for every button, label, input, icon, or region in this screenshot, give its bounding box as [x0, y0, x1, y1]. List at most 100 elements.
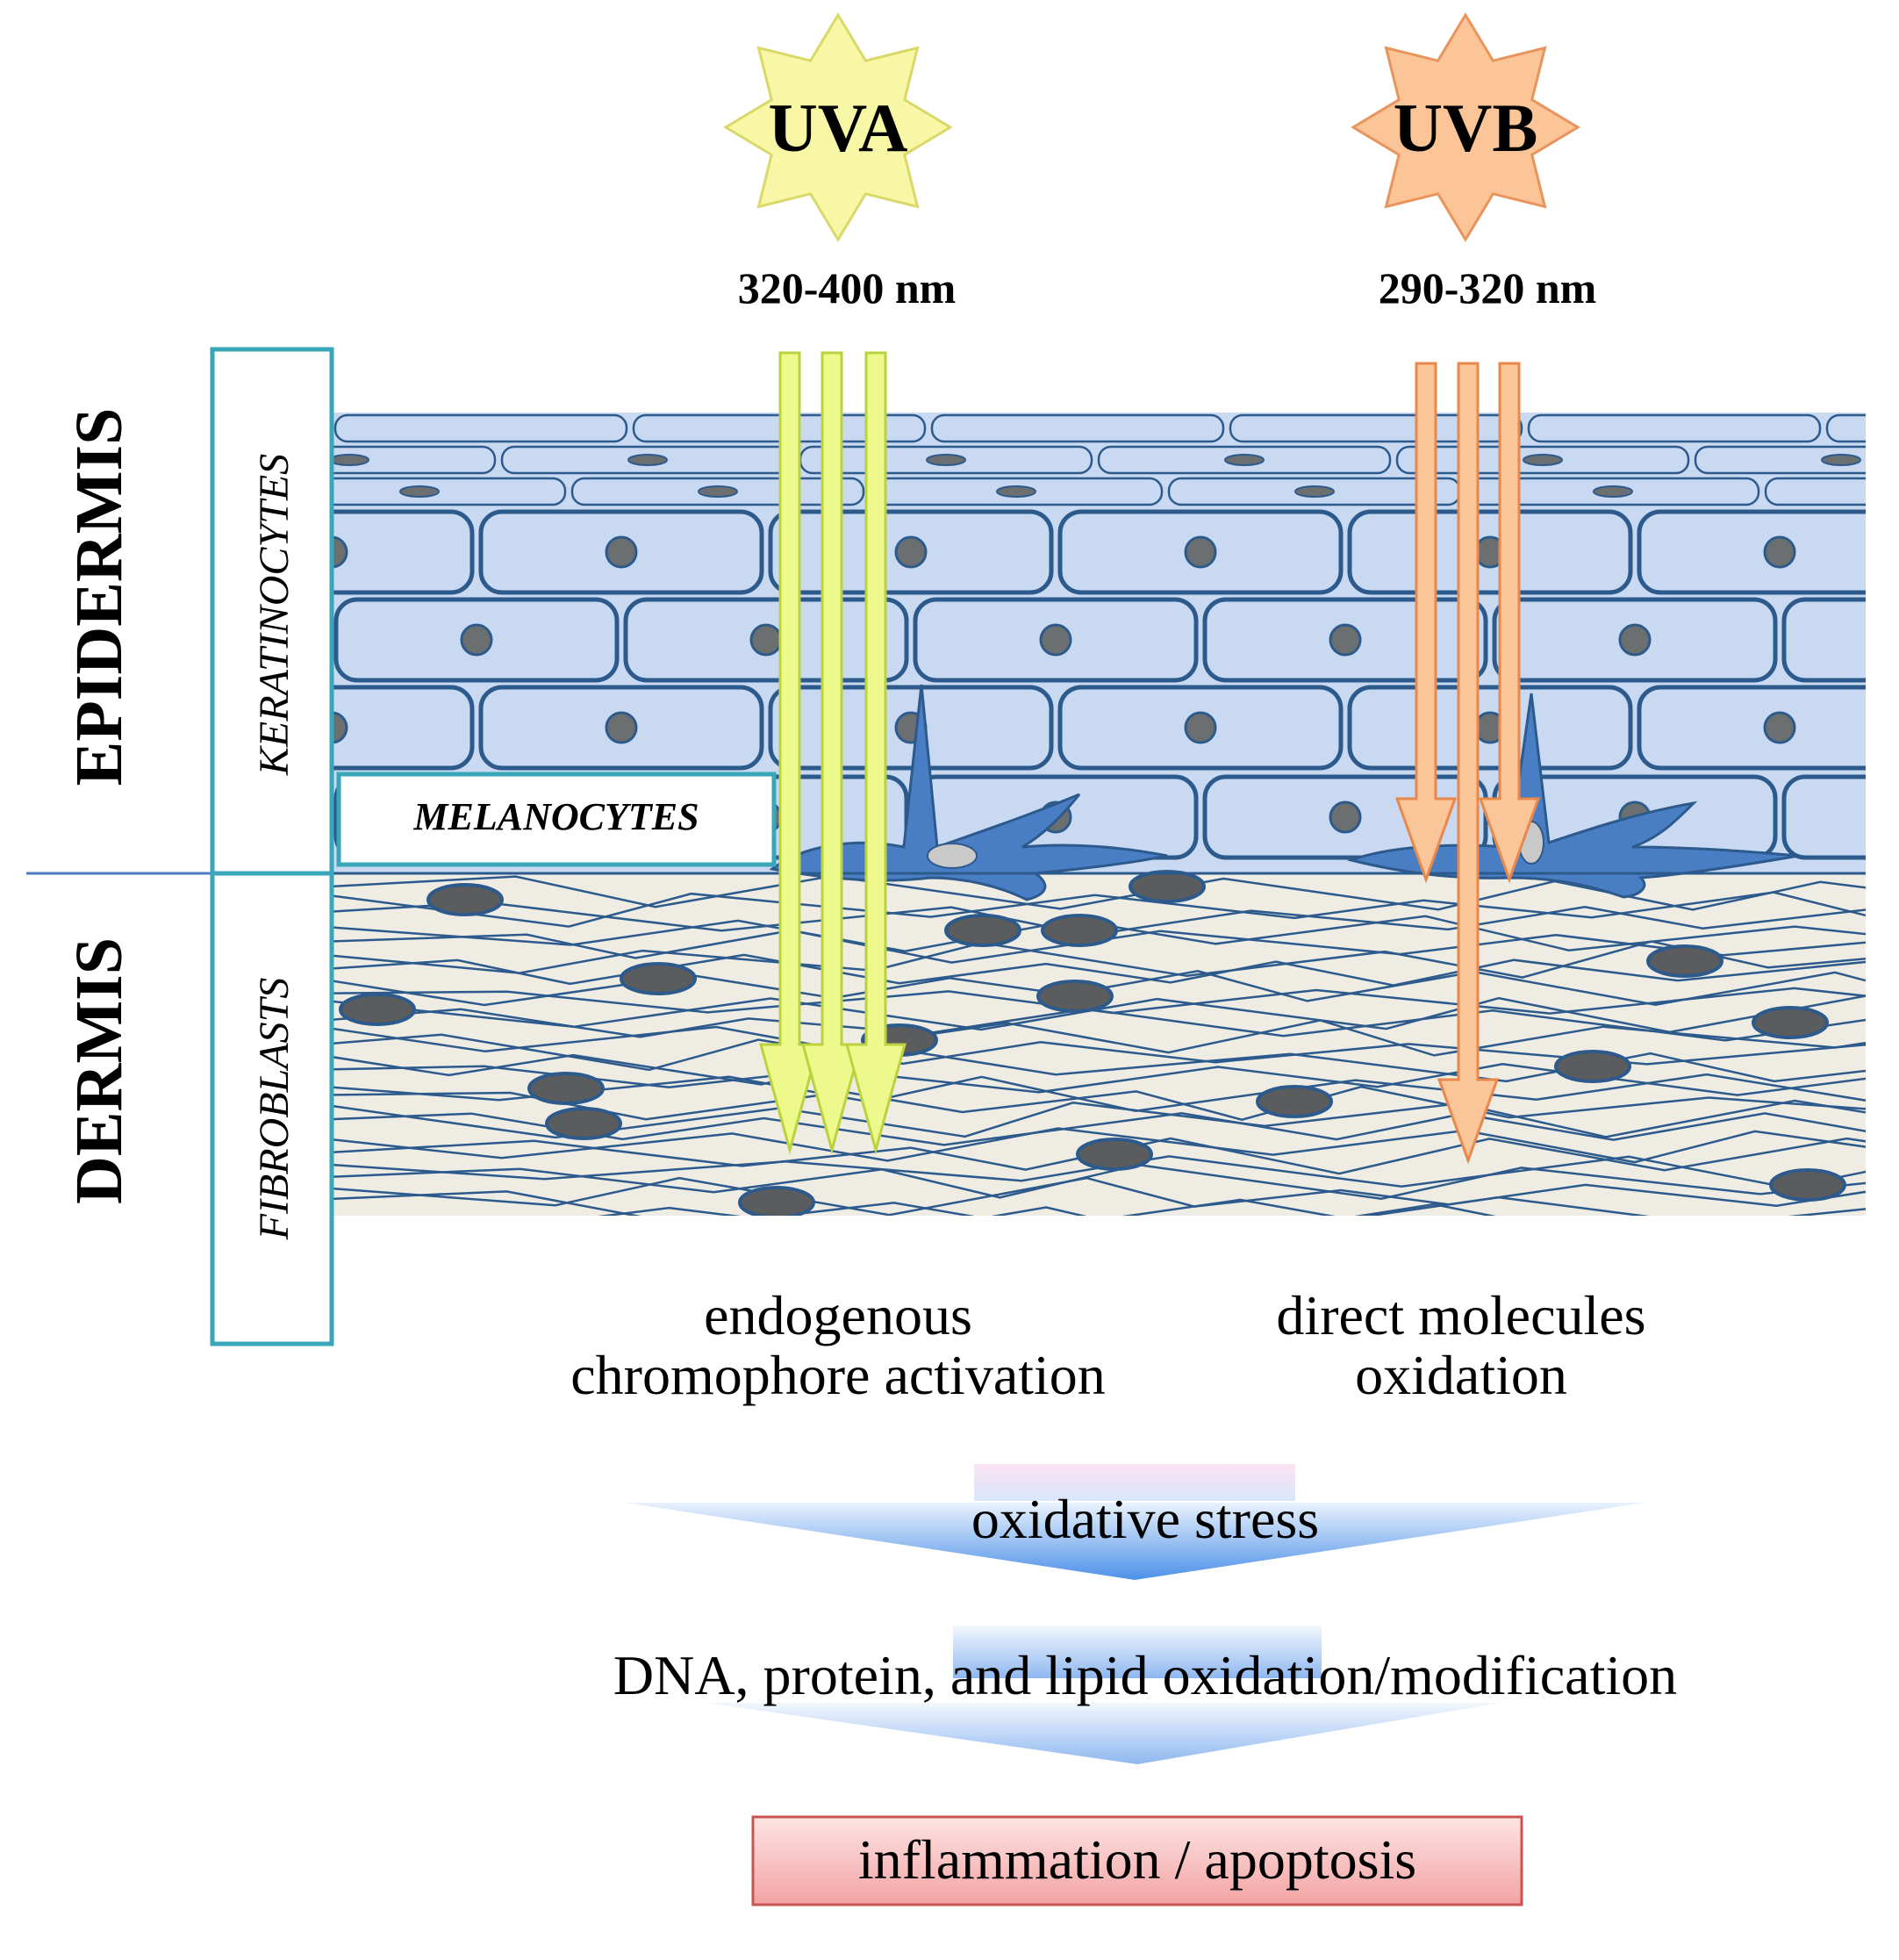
- cell-nucleus: [460, 623, 493, 657]
- cell-nucleus: [926, 454, 966, 466]
- fibroblast-nucleus: [426, 883, 504, 916]
- fibroblast-nucleus: [1752, 1006, 1829, 1039]
- collagen-fibers: [332, 874, 1866, 1216]
- uvb-label: UVB: [1394, 90, 1538, 166]
- cell-nucleus: [605, 711, 638, 744]
- melanocytes-label-box: [336, 772, 777, 867]
- cell-nucleus: [1294, 485, 1335, 498]
- fibroblasts-label-box: [210, 871, 334, 1346]
- fibroblast-nucleus: [1256, 1085, 1333, 1118]
- cell-nucleus: [996, 485, 1036, 498]
- collagen-fiber: [332, 1190, 1866, 1216]
- uv-arrow: [759, 351, 821, 1155]
- keratinocytes-label-box: [210, 347, 334, 876]
- flat-keratinocyte: [1764, 477, 1866, 506]
- cell-nucleus: [1763, 711, 1796, 744]
- flow-arrow-1: [625, 1464, 1645, 1580]
- collagen-fiber: [332, 1155, 1866, 1189]
- uv-arrow: [1478, 362, 1541, 884]
- cell-nucleus: [749, 623, 783, 657]
- cell-nucleus: [1184, 711, 1217, 744]
- epidermis-label: EPIDERMIS: [62, 408, 136, 786]
- cell-nucleus: [894, 535, 928, 569]
- collagen-fiber: [332, 915, 1866, 952]
- fibroblast-nucleus: [1554, 1050, 1631, 1083]
- collagen-fiber: [332, 1008, 1866, 1042]
- flat-keratinocyte: [1825, 413, 1866, 443]
- keratinocyte: [332, 509, 475, 595]
- uva-label: UVA: [769, 90, 908, 166]
- collagen-fiber: [332, 901, 1866, 937]
- uvb-star: UVB: [1351, 12, 1580, 242]
- flat-keratinocyte: [332, 445, 497, 475]
- flat-keratinocyte: [1694, 445, 1866, 475]
- dermis-label: DERMIS: [62, 937, 136, 1204]
- uvb-wavelength: 290-320 nm: [1379, 263, 1597, 312]
- fibroblast-nucleus: [1041, 914, 1118, 947]
- flat-keratinocyte: [930, 413, 1225, 443]
- flow-step-oxidative-stress: oxidative stress: [971, 1488, 1319, 1550]
- cell-nucleus: [1329, 801, 1362, 834]
- flat-keratinocyte: [1229, 413, 1523, 443]
- cell-nucleus: [698, 485, 738, 498]
- collagen-fiber: [332, 1127, 1866, 1164]
- keratinocyte: [1781, 597, 1866, 683]
- cell-nucleus: [332, 535, 348, 569]
- collagen-fiber: [332, 1033, 1866, 1072]
- fibroblasts-label: FIBROBLASTS: [251, 978, 297, 1241]
- collagen-fiber: [332, 1137, 1866, 1175]
- cell-nucleus: [1821, 454, 1861, 466]
- flat-keratinocyte: [332, 477, 567, 506]
- collagen-fiber: [332, 994, 1866, 1034]
- keratinocyte: [332, 685, 475, 771]
- uv-arrow: [1437, 362, 1500, 1165]
- cell-nucleus: [1618, 623, 1652, 657]
- fibroblast-nucleus: [1129, 870, 1206, 903]
- uva-wavelength: 320-400 nm: [738, 263, 957, 312]
- collagen-fiber: [332, 1073, 1866, 1112]
- cell-nucleus: [627, 454, 668, 466]
- stratum-corneum: [332, 413, 1899, 506]
- uvb-mechanism-line2: oxidation: [1355, 1344, 1567, 1406]
- collagen-fiber: [332, 1049, 1866, 1086]
- collagen-fiber: [332, 891, 1866, 928]
- fibroblast-nucleus: [339, 993, 416, 1026]
- fibroblast-nucleus: [1036, 980, 1114, 1013]
- cell-nucleus: [1039, 623, 1072, 657]
- fibroblast-nucleus: [1076, 1138, 1153, 1171]
- fibroblast-nucleus: [1769, 1168, 1846, 1202]
- uva-star: UVA: [723, 12, 953, 242]
- keratinocyte: [1781, 774, 1866, 860]
- fibroblast-nuclei: [339, 870, 1846, 1216]
- flat-keratinocyte: [333, 413, 628, 443]
- cell-nucleus: [332, 454, 369, 466]
- keratinocyte: [1637, 685, 1866, 771]
- flow-outcome: inflammation / apoptosis: [858, 1828, 1416, 1891]
- cell-nucleus: [1892, 486, 1899, 497]
- uv-arrow: [1394, 362, 1458, 884]
- melanocytes-label: MELANOCYTES: [412, 795, 699, 838]
- uvb-arrows: [1394, 362, 1541, 1165]
- fibroblast-nucleus: [545, 1107, 622, 1140]
- fibroblast-nucleus: [944, 914, 1021, 947]
- uv-arrow: [801, 351, 863, 1155]
- cell-nucleus: [1184, 535, 1217, 569]
- collagen-fiber: [332, 953, 1866, 987]
- cell-nucleus: [172, 625, 202, 655]
- cell-nucleus: [1593, 485, 1633, 498]
- cell-nucleus: [332, 711, 348, 744]
- fibroblast-nucleus: [1646, 944, 1723, 978]
- flow-step-molecular-damage: DNA, protein, and lipid oxidation/modifi…: [613, 1644, 1677, 1706]
- uva-arrows: [759, 351, 907, 1155]
- fibroblast-nucleus: [527, 1072, 605, 1105]
- collagen-fiber: [332, 874, 1866, 911]
- flat-keratinocyte: [1527, 413, 1822, 443]
- uva-mechanism-line2: chromophore activation: [570, 1344, 1106, 1406]
- keratinocyte: [1637, 509, 1866, 595]
- uva-mechanism-line1: endogenous: [704, 1284, 972, 1346]
- flow-arrow-2: [706, 1626, 1501, 1764]
- fibroblast-nucleus: [620, 962, 697, 995]
- cell-nucleus: [605, 535, 638, 569]
